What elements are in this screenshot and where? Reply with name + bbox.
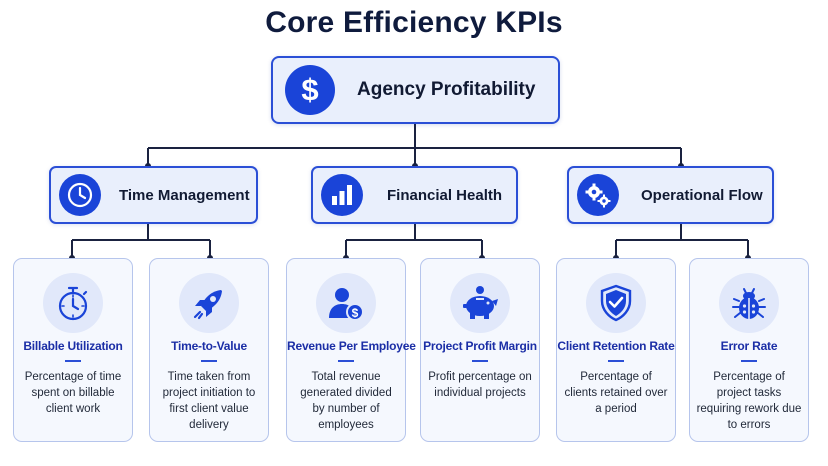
kpi-card-error-rate: Error Rate Percentage of project tasks r… — [689, 258, 809, 442]
kpi-name: Revenue Per Employee — [287, 339, 416, 353]
financial-connector — [345, 224, 483, 258]
person-dollar-icon: $ — [316, 273, 376, 333]
kpi-card-time-to-value: Time-to-Value Time taken from project in… — [149, 258, 269, 442]
category-label: Financial Health — [387, 186, 503, 204]
dollar-icon: $ — [285, 65, 335, 115]
kpi-description: Percentage of project tasks requiring re… — [696, 371, 802, 431]
shield-check-icon — [586, 273, 646, 333]
piggy-bank-icon — [450, 273, 510, 333]
category-label: Time Management — [119, 186, 250, 204]
root-label: Agency Profitability — [357, 79, 536, 100]
operational-connector — [615, 224, 749, 258]
root-node: $ Agency Profitability — [271, 56, 560, 124]
kpi-description: Total revenue generated divided by numbe… — [300, 371, 392, 431]
kpi-card-billable-utilization: Billable Utilization Percentage of time … — [13, 258, 133, 442]
kpi-card-revenue-per-employee: $ Revenue Per Employee Total revenue gen… — [286, 258, 416, 442]
kpi-divider — [201, 360, 217, 362]
kpi-description: Percentage of clients retained over a pe… — [564, 371, 668, 415]
kpi-name: Time-to-Value — [171, 339, 247, 353]
kpi-name: Error Rate — [720, 339, 778, 353]
clock-icon — [59, 174, 101, 216]
kpi-divider — [472, 360, 488, 362]
stopwatch-icon — [43, 273, 103, 333]
kpi-divider — [65, 360, 81, 362]
gears-icon — [577, 174, 619, 216]
kpi-card-project-profit-margin: Project Profit Margin Profit percentage … — [420, 258, 540, 442]
kpi-divider — [608, 360, 624, 362]
time-connector — [71, 224, 211, 258]
category-operational-flow: Operational Flow — [567, 166, 774, 224]
kpi-name: Billable Utilization — [23, 339, 123, 353]
kpi-description: Profit percentage on individual projects — [428, 371, 532, 399]
category-time-management: Time Management — [49, 166, 258, 224]
kpi-description: Time taken from project initiation to fi… — [162, 371, 256, 431]
kpi-card-client-retention-rate: Client Retention Rate Percentage of clie… — [556, 258, 676, 442]
rocket-icon — [179, 273, 239, 333]
category-label: Operational Flow — [641, 186, 763, 204]
bug-icon — [719, 273, 779, 333]
bar-chart-icon — [321, 174, 363, 216]
root-connector — [147, 124, 682, 166]
page-title: Core Efficiency KPIs — [265, 6, 563, 39]
kpi-name: Client Retention Rate — [557, 339, 675, 353]
kpi-description: Percentage of time spent on billable cli… — [24, 371, 122, 415]
svg-text:$: $ — [352, 306, 359, 320]
kpi-divider — [338, 360, 354, 362]
kpi-divider — [741, 360, 757, 362]
kpi-name: Project Profit Margin — [423, 339, 537, 353]
category-financial-health: Financial Health — [311, 166, 518, 224]
